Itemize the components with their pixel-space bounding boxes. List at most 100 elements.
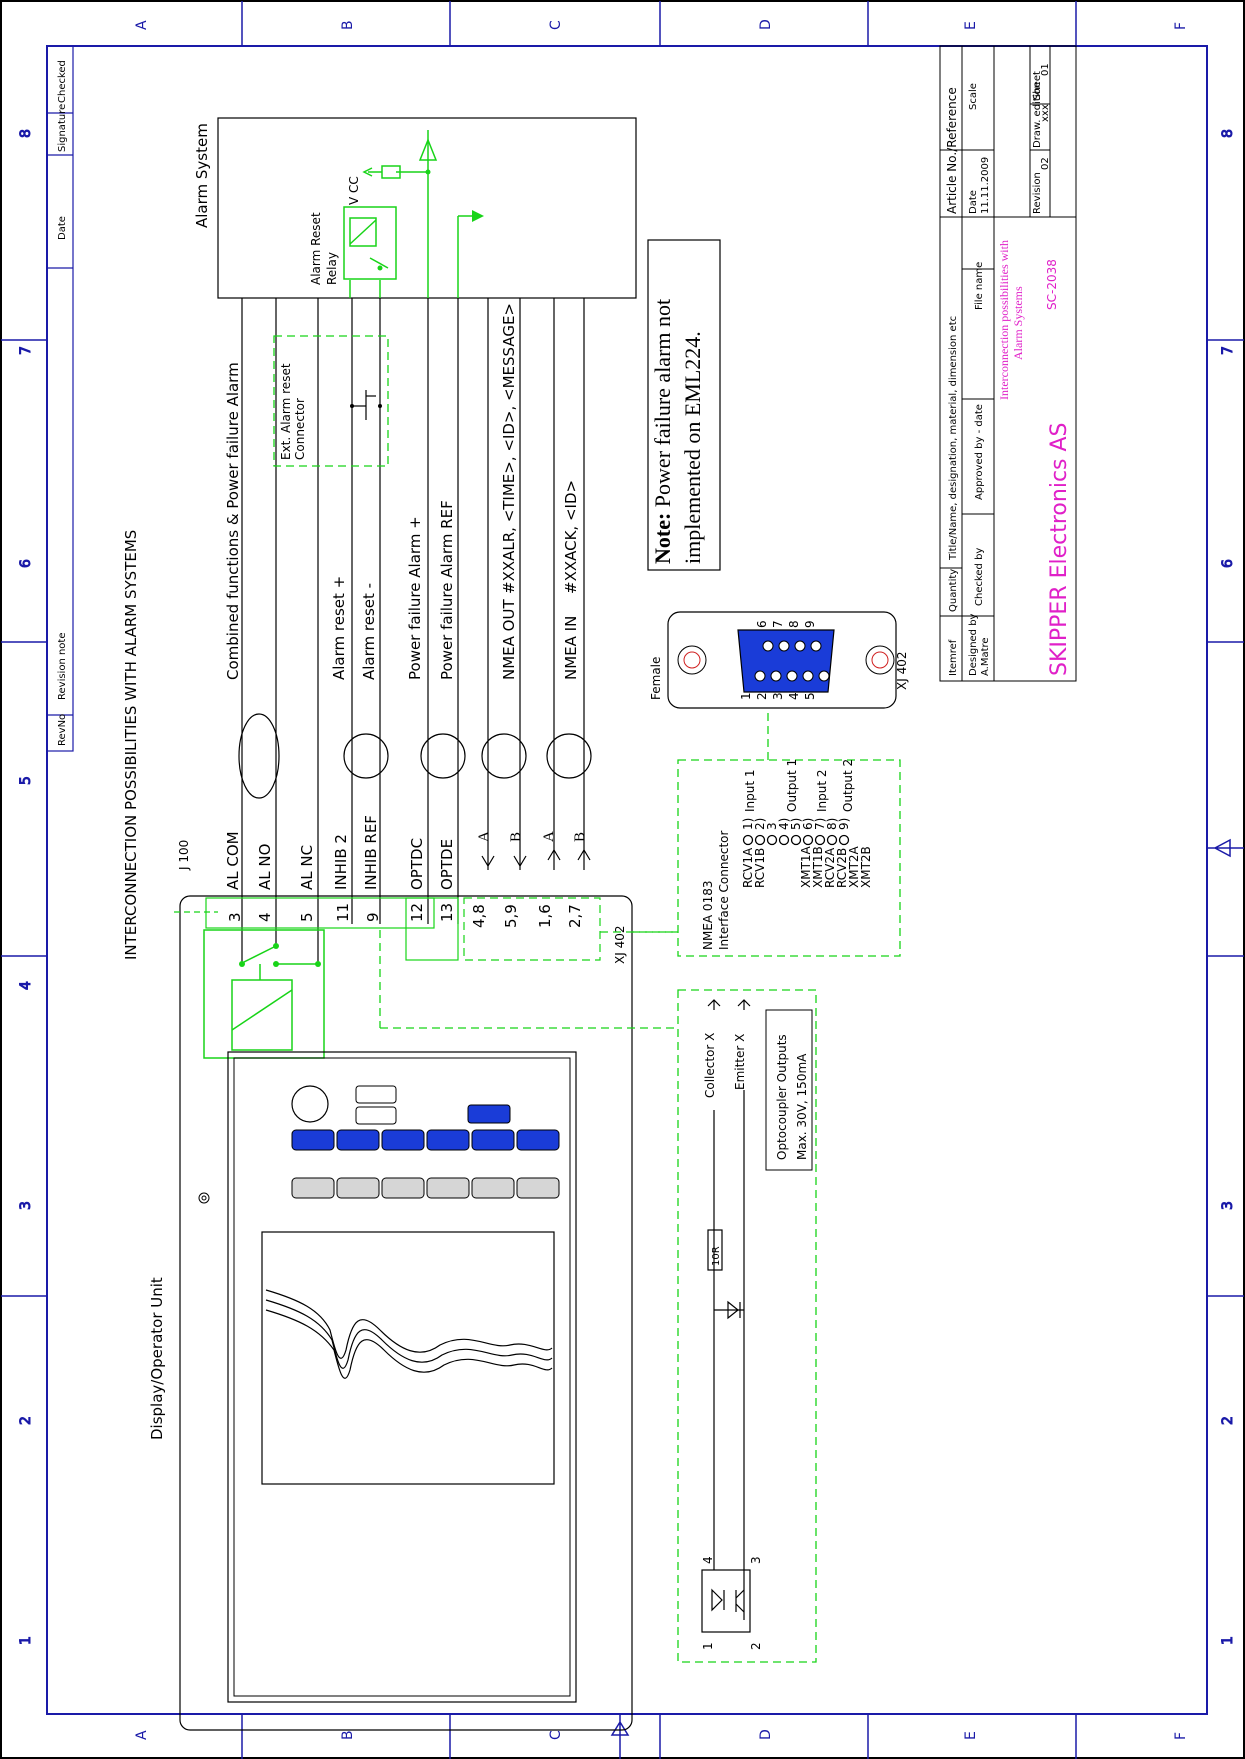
alarm-system-box — [217, 117, 637, 299]
tb-revision: Revision — [1032, 172, 1043, 214]
term-num-4: 4 — [256, 912, 274, 922]
blue-keypad — [291, 1129, 560, 1151]
dsub-pin-5: 5 — [803, 692, 817, 700]
key-blue-6[interactable] — [516, 1129, 560, 1151]
nmea-sig-rcv2a: RCV2A — [823, 847, 837, 888]
term-name-b1: B — [508, 832, 524, 842]
tb-company: SKIPPER Electronics AS — [1047, 422, 1072, 676]
term-name-b2: B — [572, 832, 588, 842]
term-num-12: 12 — [408, 903, 426, 922]
note-box — [647, 239, 721, 571]
key-blue-4[interactable] — [426, 1129, 470, 1151]
title-block — [939, 45, 1077, 682]
key-blue-5[interactable] — [471, 1129, 515, 1151]
signal-pf-ref: Power failure Alarm REF — [438, 500, 456, 680]
terminal-strip — [205, 897, 435, 929]
nmea-num-3: 3 — [765, 822, 779, 830]
nmea-pin-list: RCV1A RCV1B XMT1A XMT1B RCV2A RCV2B XMT2… — [741, 845, 873, 888]
ext-reset-label-2: Connector — [293, 398, 307, 460]
note-line-1: Note: Power failure alarm not — [650, 299, 675, 564]
opto-spec: Max. 30V, 150mA — [795, 1053, 809, 1160]
indicator-icon — [198, 1192, 210, 1204]
col-num-6r: 6 — [1220, 559, 1236, 568]
term-name-optde: OPTDE — [438, 839, 456, 890]
rev-note: Revision note — [57, 633, 68, 701]
opto-box — [677, 989, 817, 1663]
term-num-9: 9 — [364, 912, 382, 922]
signal-pf-plus: Power failure Alarm + — [406, 516, 424, 680]
nmea-num-7: 7) — [813, 818, 827, 830]
opto-emitter: Emitter X — [733, 1034, 747, 1090]
row-letter-e-bot: E — [963, 1731, 979, 1740]
tb-sheet-val: 01 — [1040, 63, 1051, 76]
dsub-pin-6: 6 — [755, 620, 769, 628]
col-num-2: 2 — [18, 1416, 34, 1425]
dsub-pin-3: 3 — [771, 692, 785, 700]
tb-itemref: Itemref — [948, 639, 959, 676]
display-unit-label: Display/Operator Unit — [148, 1277, 166, 1440]
row-letter-b: B — [340, 20, 356, 30]
softkey-4[interactable] — [426, 1177, 470, 1199]
row-letter-a: A — [134, 20, 150, 30]
col-num-1r: 1 — [1220, 1636, 1236, 1645]
dsub-pin-1: 1 — [739, 692, 753, 700]
tb-approved: Approved by - date — [974, 404, 985, 500]
alarm-system-label: Alarm System — [193, 123, 211, 228]
opto-title-box — [765, 1009, 813, 1171]
nmea-desc-input2: Input 2 — [815, 769, 829, 812]
dsub-label: XJ 402 — [895, 652, 909, 690]
key-blue-1[interactable] — [291, 1129, 335, 1151]
tb-sheet: Sheet — [1032, 71, 1043, 100]
nmea-desc-output2: Output 2 — [841, 759, 855, 812]
nmea-title-2: Interface Connector — [717, 831, 731, 950]
softkey-6[interactable] — [516, 1177, 560, 1199]
term-name-inhibref: INHIB REF — [362, 815, 380, 890]
tb-doc-title-1: Interconnection possibilities with — [997, 240, 1011, 400]
nmea-num-1: 1) — [741, 818, 755, 830]
col-num-7: 7 — [18, 346, 34, 355]
dsub-connector — [667, 611, 897, 709]
tb-quantity: Quantity — [948, 569, 959, 612]
tb-checked-by: Checked by — [974, 548, 985, 606]
signal-combined: Combined functions & Power failure Alarm — [224, 362, 242, 680]
signal-reset-minus: Alarm reset - — [360, 583, 378, 680]
key-blue-top[interactable] — [467, 1104, 511, 1124]
softkey-3[interactable] — [381, 1177, 425, 1199]
internal-relay — [203, 929, 325, 1059]
softkey-5[interactable] — [471, 1177, 515, 1199]
terminal-numbers: 3 4 5 11 9 12 13 4,8 5,9 1,6 2,7 — [226, 903, 584, 928]
terminal-names: AL COM AL NO AL NC INHIB 2 INHIB REF OPT… — [224, 815, 588, 890]
alarm-reset-relay-box — [343, 206, 397, 280]
key-blue-2[interactable] — [336, 1129, 380, 1151]
row-letter-f: F — [1173, 22, 1189, 30]
nmea-connector-box — [677, 759, 901, 957]
vcc-label: V CC — [347, 176, 361, 205]
softkey-2[interactable] — [336, 1177, 380, 1199]
col-num-5: 5 — [18, 776, 34, 785]
row-letter-f-bot: F — [1173, 1732, 1189, 1740]
softkey-1[interactable] — [291, 1177, 335, 1199]
col-num-3r: 3 — [1220, 1201, 1236, 1210]
row-letter-c-bot: C — [548, 1730, 564, 1740]
term-name-inhib2: INHIB 2 — [332, 834, 350, 890]
tb-designer: A.Matre — [980, 637, 991, 676]
power-knob[interactable] — [291, 1085, 329, 1123]
col-num-6: 6 — [18, 559, 34, 568]
opto-title: Optocoupler Outputs — [775, 1034, 789, 1160]
col-num-7r: 7 — [1220, 346, 1236, 355]
key-white-1[interactable] — [355, 1085, 397, 1104]
nmea-sig-rcv1a: RCV1A — [741, 847, 755, 888]
col-num-1: 1 — [18, 1636, 34, 1645]
col-num-2r: 2 — [1220, 1416, 1236, 1425]
nmea-sig-xmt2a: XMT2A — [847, 845, 861, 888]
alarm-reset-relay-2: Relay — [325, 252, 339, 285]
opto-pin-2: 2 — [749, 1642, 763, 1650]
key-blue-3[interactable] — [381, 1129, 425, 1151]
signal-nmea-out-msg: #XXALR, <TIME>, <ID>, <MESSAGE> — [500, 303, 518, 594]
col-num-3: 3 — [18, 1201, 34, 1210]
key-white-2[interactable] — [355, 1106, 397, 1125]
tb-doc-no: SC-2038 — [1045, 259, 1059, 310]
rev-checked: Checked — [57, 60, 68, 103]
nmea-sig-xmt2b: XMT2B — [859, 846, 873, 888]
